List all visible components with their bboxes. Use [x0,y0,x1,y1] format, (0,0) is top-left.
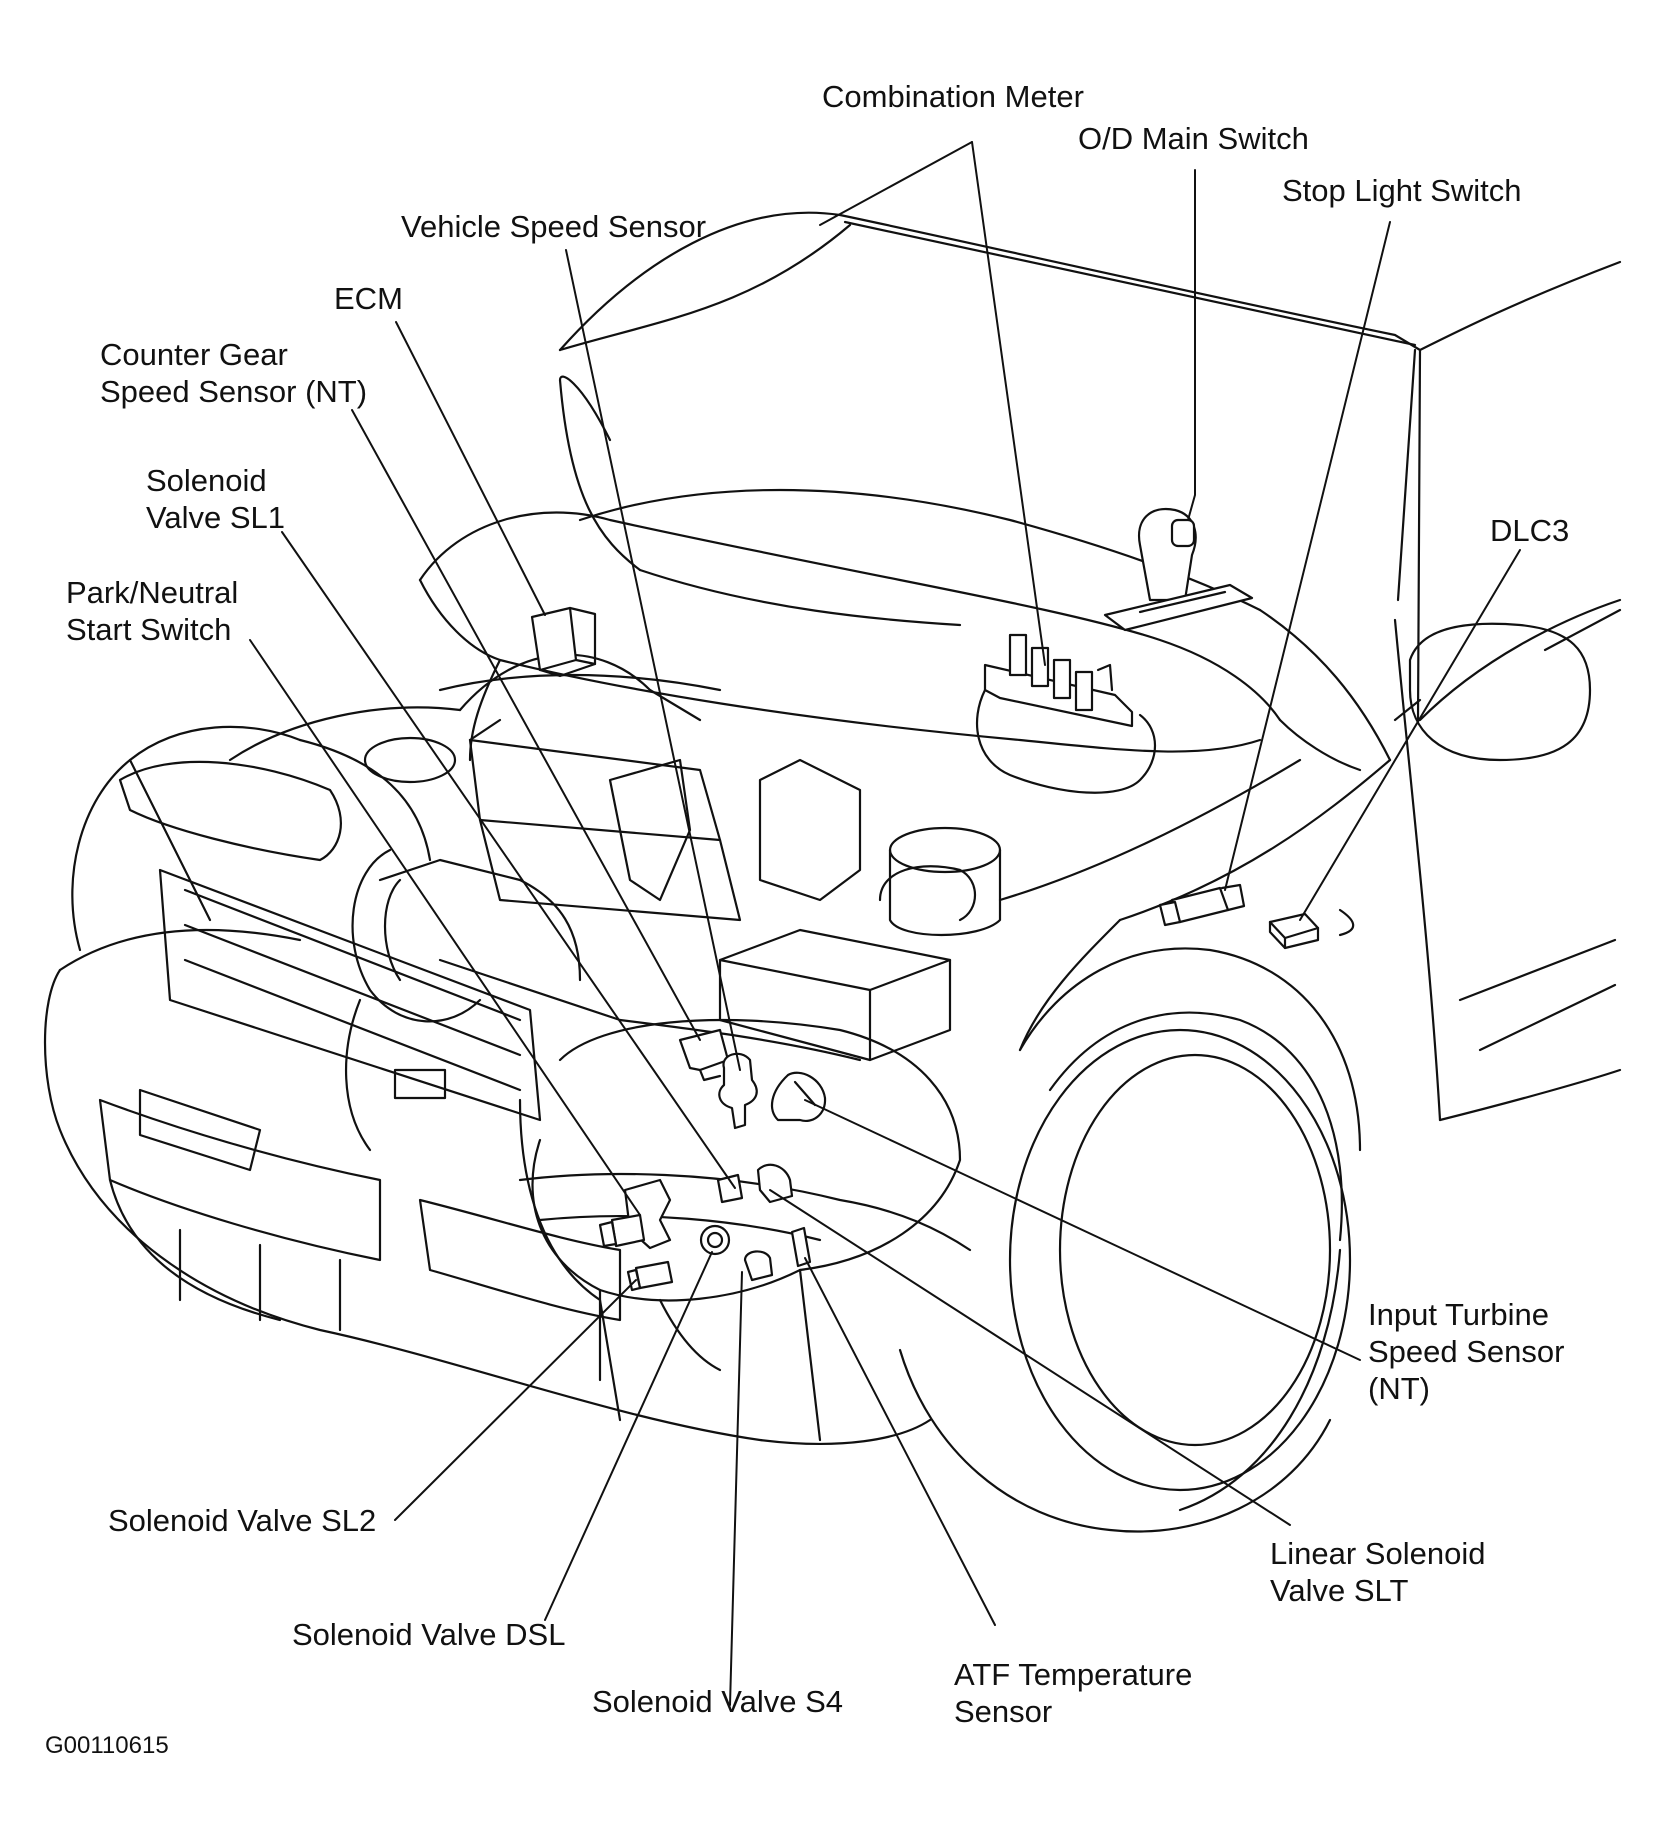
speed-sensor-parts [678,1028,827,1130]
solenoid-valve-dsl-label: Solenoid Valve DSL [292,1617,566,1652]
vehicle-speed-sensor-label: Vehicle Speed Sensor [401,209,707,244]
ecm-module [530,606,597,678]
dlc3-connector-part [1268,908,1355,950]
input-turbine-speed-sensor-label: Input Turbine Speed Sensor (NT) [1368,1297,1565,1406]
solenoid-valve-s4-label: Solenoid Valve S4 [592,1684,844,1719]
components [530,507,1355,1292]
stop-light-switch-part [1158,883,1246,927]
solenoid-valve-sl1-label: Solenoid Valve SL1 [146,463,286,535]
shift-lever [1103,507,1254,632]
leader-lines [249,141,1521,1706]
combination-meter-part [975,633,1157,794]
solenoid-valve-parts [626,1163,812,1292]
engine-bay [228,653,1002,1442]
park-neutral-switch-part [598,1178,672,1250]
od-main-switch-label: O/D Main Switch [1078,121,1309,156]
solenoid-valve-sl2-label: Solenoid Valve SL2 [108,1503,377,1538]
park-neutral-start-switch-label: Park/Neutral Start Switch [66,575,239,647]
stop-light-switch-label: Stop Light Switch [1282,173,1522,208]
counter-gear-speed-sensor-label: Counter Gear Speed Sensor (NT) [100,337,368,409]
linear-solenoid-valve-slt-label: Linear Solenoid Valve SLT [1270,1536,1486,1608]
figure-code: G00110615 [45,1732,169,1759]
vehicle-body [43,211,1622,1533]
dlc3-label: DLC3 [1490,513,1570,548]
combination-meter-label: Combination Meter [822,79,1084,114]
ecm-label: ECM [334,281,403,316]
atf-temperature-sensor-label: ATF Temperature Sensor [954,1657,1193,1729]
